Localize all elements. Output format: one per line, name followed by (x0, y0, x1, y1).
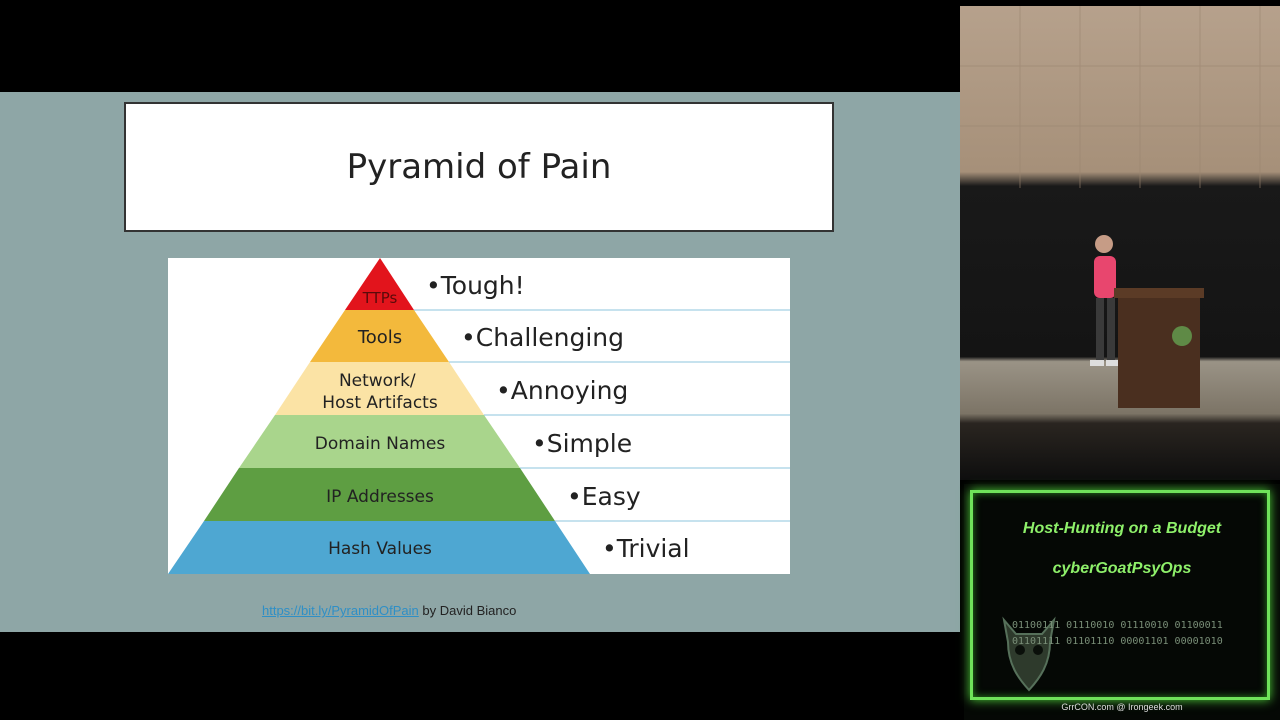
banner-footer: GrrCON.com @ Irongeek.com (964, 702, 1280, 712)
pyramid-of-pain-diagram: TTPs Tools Network/ Host Artifacts Domai… (168, 258, 790, 574)
conference-banner: Host-Hunting on a Budget cyberGoatPsyOps… (964, 484, 1280, 720)
presentation-slide: Pyramid of Pain TTPs Tools Network/ Host… (0, 92, 960, 632)
binary-line-1: 01100111 01110010 01110010 01100011 (1012, 620, 1223, 631)
stage-scene (960, 6, 1280, 480)
speaker-handle: cyberGoatPsyOps (964, 560, 1280, 578)
pyramid-label-ttps: TTPs (362, 289, 398, 307)
pyramid-label-domain-names: Domain Names (315, 434, 446, 454)
pyramid-label-hash-values: Hash Values (328, 539, 432, 559)
difficulty-simple: •Simple (532, 429, 632, 458)
pyramid-source-link[interactable]: https://bit.ly/PyramidOfPain (262, 603, 419, 618)
pyramid-svg: TTPs Tools Network/ Host Artifacts Domai… (168, 258, 790, 574)
speaker-figure (1090, 235, 1120, 366)
difficulty-tough: •Tough! (426, 271, 525, 300)
binary-line-2: 01101111 01101110 00001101 00001010 (1012, 636, 1223, 647)
difficulty-annoying: •Annoying (496, 376, 628, 405)
difficulty-challenging: •Challenging (461, 323, 624, 352)
difficulty-trivial: •Trivial (602, 534, 690, 563)
speaker-camera-feed (960, 6, 1280, 480)
slide-title-box: Pyramid of Pain (124, 102, 834, 232)
slide-credit: https://bit.ly/PyramidOfPain by David Bi… (262, 603, 516, 618)
pyramid-label-tools: Tools (357, 327, 402, 348)
difficulty-easy: •Easy (567, 482, 641, 511)
pyramid-label-ip-addresses: IP Addresses (326, 487, 434, 507)
talk-title: Host-Hunting on a Budget (964, 520, 1280, 538)
binary-code-watermark: 01100111 01110010 01110010 01100011 0110… (1012, 618, 1223, 650)
slide-title: Pyramid of Pain (347, 147, 612, 187)
podium (1114, 288, 1204, 408)
credit-author: by David Bianco (422, 603, 516, 618)
